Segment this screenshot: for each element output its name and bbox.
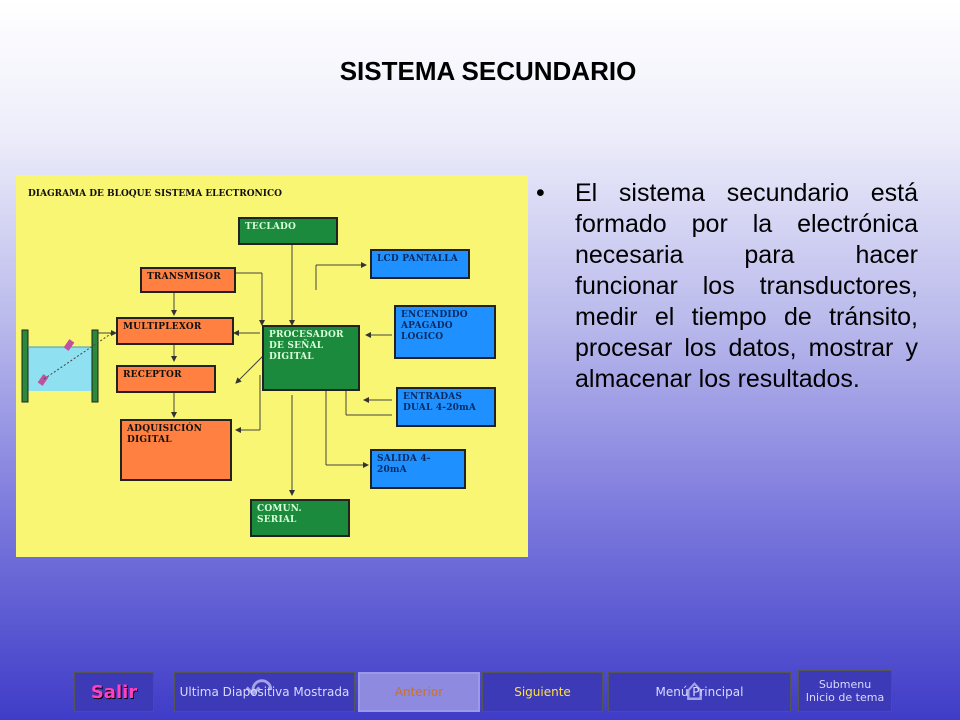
diagram-connectors — [21, 245, 392, 496]
home-icon: ⌂ — [685, 673, 705, 708]
block-procesador: PROCESADOR DE SEÑAL DIGITAL — [262, 325, 360, 391]
block-receptor: RECEPTOR — [116, 365, 216, 393]
block-multiplexor: MULTIPLEXOR — [116, 317, 234, 345]
block-lcd: LCD PANTALLA — [370, 249, 470, 279]
diagram-title: DIAGRAMA DE BLOQUE SISTEMA ELECTRONICO — [28, 189, 282, 199]
block-serial: COMUN. SERIAL — [250, 499, 350, 537]
block-diagram-image: DIAGRAMA DE BLOQUE SISTEMA ELECTRONICO T… — [16, 175, 528, 557]
slide-title: SISTEMA SECUNDARIO — [339, 56, 637, 86]
anterior-button[interactable]: Anterior — [358, 672, 480, 712]
siguiente-button[interactable]: Siguiente — [482, 672, 603, 712]
menu-principal-button[interactable]: ⌂ Menú Principal — [608, 672, 791, 712]
block-teclado: TECLADO — [238, 217, 338, 245]
bullet-paragraph: • El sistema secundario está formado por… — [536, 178, 918, 395]
bullet-dot: • — [536, 179, 545, 207]
bullet-text: El sistema secundario está formado por l… — [575, 179, 918, 393]
block-adquisicion: ADQUISICIÓN DIGITAL — [120, 419, 232, 481]
block-entradas: ENTRADAS DUAL 4-20mA — [396, 387, 496, 427]
ultima-diapositiva-button[interactable]: ↶ Ultima Diapositiva Mostrada — [174, 671, 355, 712]
block-transmisor: TRANSMISOR — [140, 267, 236, 293]
block-salida: SALIDA 4-20mA — [370, 449, 466, 489]
block-encendido: ENCENDIDO APAGADO LOGICO — [394, 305, 496, 359]
salir-button[interactable]: Salir — [74, 672, 154, 712]
undo-icon: ↶ — [245, 671, 274, 711]
submenu-button[interactable]: Submenu Inicio de tema — [798, 670, 892, 712]
